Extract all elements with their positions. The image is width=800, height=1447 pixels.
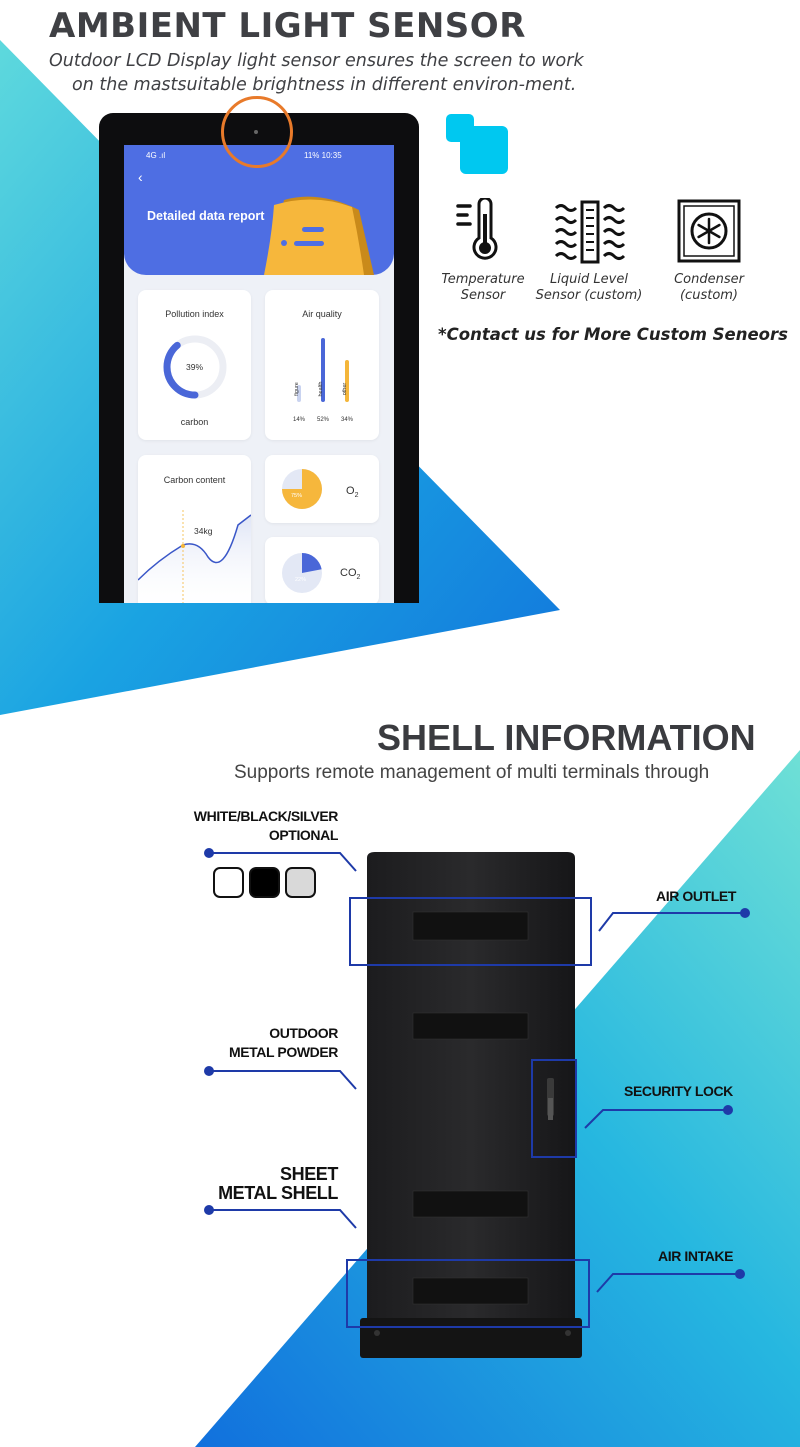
contact-note: *Contact us for More Custom Seneors xyxy=(438,325,788,344)
color-options-label: WHITE/BLACK/SILVER OPTIONAL xyxy=(180,807,339,845)
security-lock-label: SECURITY LOCK xyxy=(624,1083,733,1099)
swatch-white[interactable] xyxy=(213,867,244,898)
air-outlet-label: AIR OUTLET xyxy=(656,888,736,904)
sensor-condenser-line1: Condenser xyxy=(674,272,744,287)
air-quality-bar-value-figure: 14% xyxy=(292,417,305,423)
swatch-silver[interactable] xyxy=(285,867,316,898)
sensor-liquid-line1: Liquid Level xyxy=(550,272,628,287)
carbon-title: Carbon content xyxy=(163,475,226,485)
swatch-black[interactable] xyxy=(249,867,280,898)
pollution-ring xyxy=(163,335,227,399)
status-right: 11% 10:35 xyxy=(304,151,342,160)
sensor-temperature-line1: Temperature xyxy=(441,272,525,287)
back-chevron-icon[interactable]: ‹ xyxy=(138,169,143,185)
pollution-title: Pollution index xyxy=(165,309,224,319)
co2-pie-label: 22% xyxy=(295,577,307,583)
kiosk-cabinet xyxy=(360,852,582,1358)
powder-label: OUTDOOR METAL POWDER xyxy=(200,1024,338,1062)
sensor-temperature-line2: Sensor xyxy=(460,288,506,303)
liquid-level-icon xyxy=(554,200,626,264)
sheet-metal-label: SHEET METAL SHELL xyxy=(200,1165,338,1203)
sheet-line2: METAL SHELL xyxy=(218,1183,338,1203)
pollution-card[interactable]: Pollution index 39% carbon xyxy=(138,290,251,440)
shell-title: SHELL INFORMATION xyxy=(377,717,756,758)
co2Pie-slice xyxy=(302,553,322,573)
security-lock-highlight xyxy=(531,1059,577,1158)
report-title: Detailed data report xyxy=(147,209,265,223)
status-bar: 4G .ıl 11% 10:35 xyxy=(124,145,394,165)
ambient-subtitle: Outdoor LCD Display light sensor ensures… xyxy=(49,49,584,97)
shell-subtitle: Supports remote management of multi term… xyxy=(234,762,710,783)
air-intake-highlight xyxy=(346,1259,590,1328)
air-quality-title: Air quality xyxy=(302,309,342,319)
powder-line2: METAL POWDER xyxy=(228,1044,338,1060)
ambient-title: AMBIENT LIGHT SENSOR xyxy=(49,6,526,46)
co2-label: CO2 xyxy=(340,567,360,581)
status-left: 4G .ıl xyxy=(146,151,166,160)
o2-card[interactable]: 75% O2 xyxy=(265,455,379,523)
light-sensor-highlight xyxy=(221,96,293,168)
sensor-label-temperature: Temperature Sensor xyxy=(433,272,533,304)
cyan-square-large-icon xyxy=(460,126,508,174)
carbon-line xyxy=(138,514,251,581)
report-illustration-icon xyxy=(264,196,374,275)
carbon-curve xyxy=(138,510,251,603)
air-quality-bar-other xyxy=(345,360,349,402)
sensor-label-liquid: Liquid Level Sensor (custom) xyxy=(530,272,648,304)
co2-card[interactable]: 22% CO2 xyxy=(265,537,379,603)
pollution-value: 39% xyxy=(185,362,203,372)
air-outlet-highlight xyxy=(349,897,592,966)
o2-pie-label: 75% xyxy=(291,493,303,499)
light-sensor-camera-icon xyxy=(254,130,258,134)
carbon-card[interactable]: Carbon content 34kg xyxy=(138,455,251,603)
ambient-subtitle-line2: on the mastsuitable brightness in differ… xyxy=(72,75,577,95)
o2-subscript: 2 xyxy=(354,492,359,500)
carbon-marker: 34kg xyxy=(194,526,213,536)
air-intake-label: AIR INTAKE xyxy=(658,1248,734,1264)
air-quality-bar-health xyxy=(321,338,325,402)
co2-pie xyxy=(282,553,322,593)
pollution-ring-arc xyxy=(163,335,227,399)
tablet-screen: Detailed data report ‹ 4G .ıl 11% 10:35 … xyxy=(124,145,394,603)
sensor-condenser-line2: (custom) xyxy=(679,288,739,303)
co2-subscript: 2 xyxy=(356,574,361,582)
ambient-subtitle-line1: Outdoor LCD Display light sensor ensures… xyxy=(49,51,584,71)
o2-symbol: O xyxy=(346,485,355,497)
condenser-icon xyxy=(677,199,741,263)
color-options-line2: OPTIONAL xyxy=(268,827,339,843)
sensor-liquid-line2: Sensor (custom) xyxy=(535,288,643,303)
air-quality-bar-value-other: 34% xyxy=(340,417,353,423)
pollution-caption: carbon xyxy=(180,417,209,427)
o2-label: O2 xyxy=(346,485,358,499)
o2-pie xyxy=(282,469,322,509)
o2Pie-slice xyxy=(282,469,322,509)
sensor-label-condenser: Condenser (custom) xyxy=(660,272,758,304)
air-quality-bar-value-health: 52% xyxy=(316,417,329,423)
co2-symbol: CO xyxy=(340,567,357,579)
thermometer-icon xyxy=(456,198,498,260)
powder-line1: OUTDOOR xyxy=(269,1025,338,1041)
sheet-line1: SHEET xyxy=(279,1164,338,1184)
color-options-line1: WHITE/BLACK/SILVER xyxy=(193,808,339,824)
air-quality-bar-figure xyxy=(297,384,301,402)
